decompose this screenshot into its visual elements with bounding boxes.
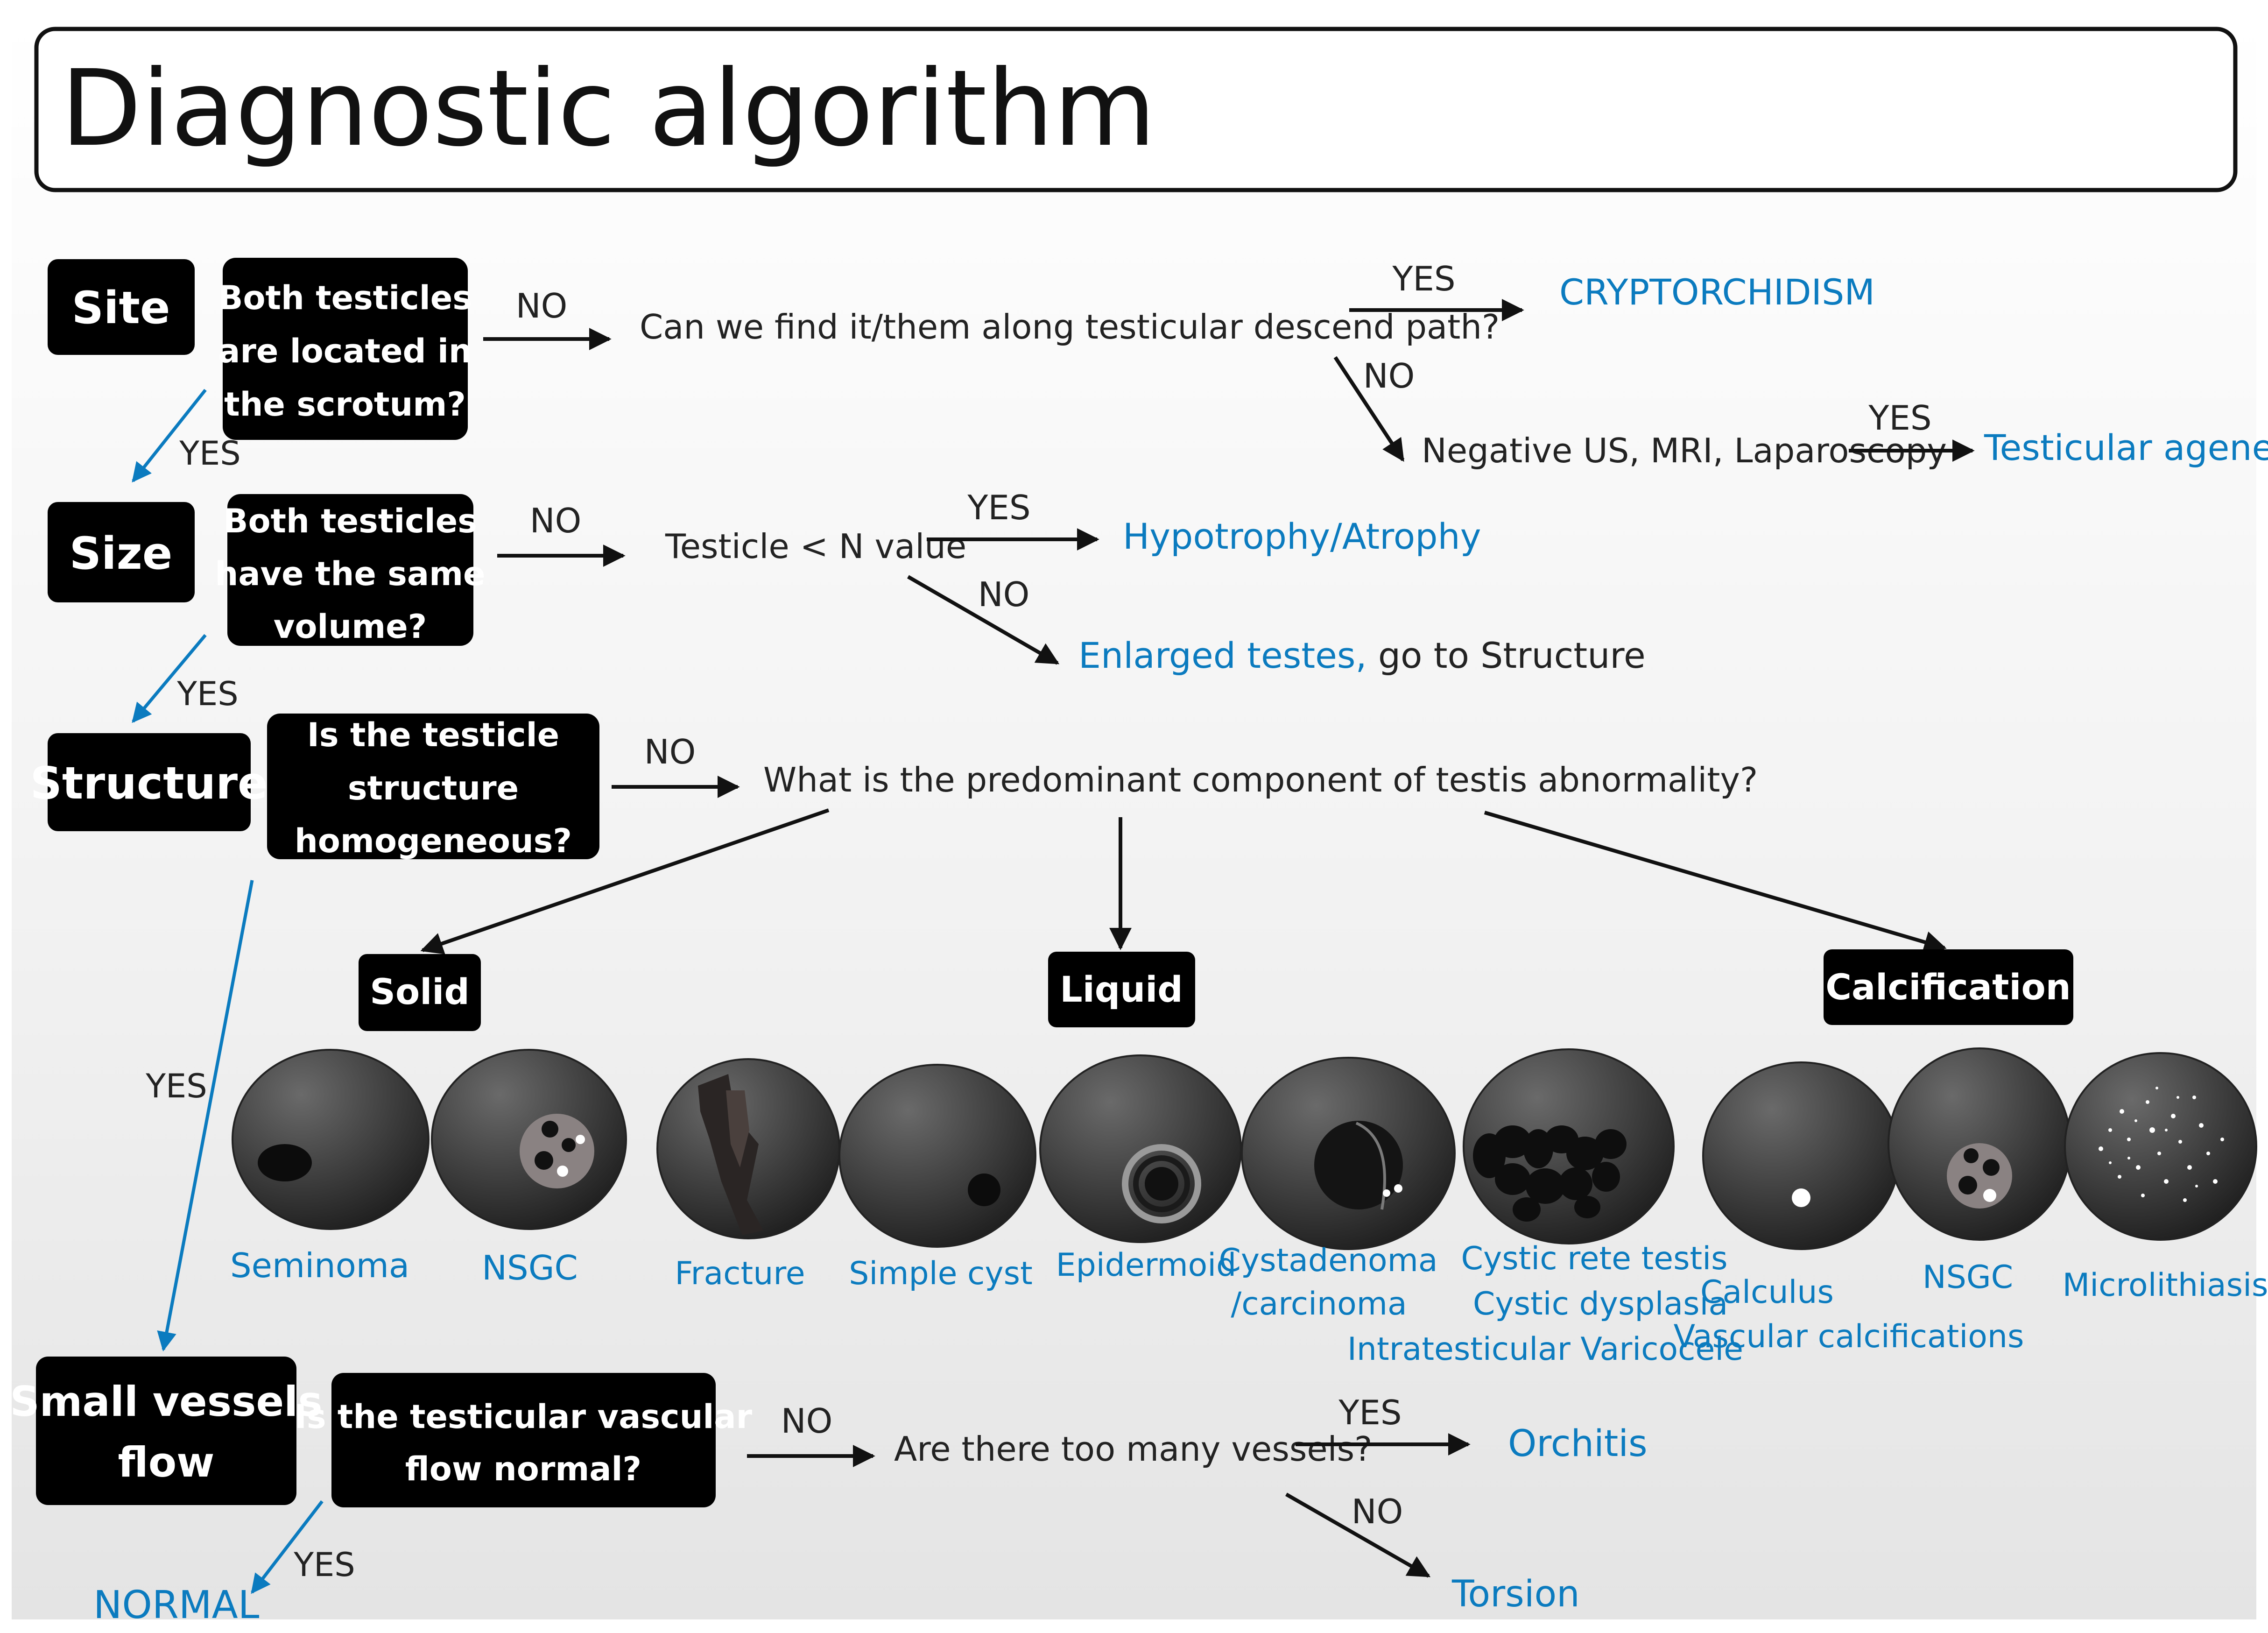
vascular-question-line-2: flow normal? <box>405 1450 641 1488</box>
solid-label-box <box>359 954 481 1031</box>
epidermoid-label: Epidermoid <box>1056 1247 1237 1284</box>
size-label: Size <box>70 528 173 580</box>
vessels-yes-arrow <box>251 1500 324 1594</box>
calcification-label: Calcification <box>1825 966 2071 1008</box>
size-no-label: NO <box>530 501 582 540</box>
size-question-box <box>227 494 473 646</box>
site-no-label: NO <box>516 286 568 325</box>
seminoma-illustration <box>232 1049 430 1230</box>
solid-label: Solid <box>370 971 469 1012</box>
size-question-line-2: have the same <box>215 555 485 593</box>
site-question-line-3: the scrotum? <box>224 385 466 424</box>
structure-question-line-1: Is the testicle <box>307 716 559 754</box>
cryptorchidism-yes-label: YES <box>1392 259 1455 298</box>
structure-question-line-3: homogeneous? <box>295 822 572 860</box>
testicular-agenesis-result: Testicular agenesis <box>1984 427 2268 468</box>
liquid-label: Liquid <box>1060 968 1183 1010</box>
cystic-rete-testis-label: Cystic rete testis <box>1461 1240 1727 1277</box>
simple-cyst-label: Simple cyst <box>849 1255 1033 1292</box>
vascular-calcifications-label: Vascular calcifications <box>1674 1318 2024 1355</box>
small-vessels-label-line-1: Small vessels <box>10 1378 322 1426</box>
site-question-box <box>223 258 468 440</box>
title-box <box>34 27 2238 192</box>
epidermoid-illustration <box>1039 1054 1242 1243</box>
calculus-illustration <box>1702 1061 1900 1250</box>
site-label-box <box>48 259 195 355</box>
torsion-no-arrow <box>1285 1492 1431 1578</box>
vessels-yes-label: YES <box>293 1546 355 1584</box>
simple-cyst-illustration <box>838 1064 1036 1248</box>
calculus-label: Calculus <box>1700 1274 1834 1311</box>
structure-label: Structure <box>30 758 268 809</box>
structure-no-label: NO <box>644 732 696 771</box>
enlarged-no-label: NO <box>978 575 1030 614</box>
predominant-component-question: What is the predominant component of tes… <box>763 760 1758 799</box>
cystic-rete-testis-illustration <box>1463 1048 1675 1244</box>
carcinoma-label: /carcinoma <box>1231 1286 1407 1322</box>
enlarged-no-arrow <box>907 575 1060 665</box>
site-question-line-2: are located in <box>218 332 472 370</box>
cystic-dysplasia-label: Cystic dysplasia <box>1473 1286 1728 1322</box>
nsgc-calcification-illustration <box>1888 1047 2071 1241</box>
normal-result: NORMAL <box>93 1583 260 1627</box>
vascular-question-line-1: Is the testicular vascular <box>295 1398 753 1436</box>
size-question-line-1: Both testicles <box>223 502 477 540</box>
cystadenoma-illustration <box>1241 1057 1456 1250</box>
size-label-box <box>48 502 195 602</box>
vascular-no-label: NO <box>781 1401 833 1441</box>
too-many-vessels-question: Are there too many vessels? <box>894 1429 1372 1469</box>
small-vessels-label-box <box>36 1357 296 1505</box>
testicle-n-value-question: Testicle < N value <box>665 527 966 566</box>
size-yes-label: YES <box>176 675 238 713</box>
fracture-illustration <box>656 1058 840 1239</box>
size-question-line-3: volume? <box>274 608 427 646</box>
small-vessels-label-line-2: flow <box>118 1438 215 1486</box>
structure-label-box <box>48 733 251 831</box>
cystadenoma-label: Cystadenoma <box>1219 1242 1437 1279</box>
site-descend-question: Can we find it/them along testicular des… <box>640 307 1500 346</box>
vascular-question-box <box>331 1373 716 1507</box>
calcification-label-box <box>1824 949 2073 1025</box>
enlarged-testes-result: Enlarged testes, go to Structure <box>1078 635 1646 676</box>
structure-question-box <box>267 714 599 859</box>
size-yes-arrow <box>132 634 207 723</box>
liquid-label-box <box>1048 952 1195 1027</box>
structure-yes-label: YES <box>145 1067 207 1105</box>
structure-question-line-2: structure <box>348 769 519 807</box>
site-yes-label: YES <box>179 434 240 473</box>
site-label: Site <box>72 283 170 334</box>
structure-yes-arrow <box>157 880 254 1352</box>
go-to-structure-text: go to Structure <box>1367 635 1646 676</box>
torsion-no-label: NO <box>1352 1492 1403 1531</box>
microlithiasis-label: Microlithiasis <box>2063 1267 2268 1304</box>
descend-no-label: NO <box>1363 356 1415 396</box>
hypotrophy-atrophy-result: Hypotrophy/Atrophy <box>1123 516 1481 557</box>
orchitis-result: Orchitis <box>1508 1423 1648 1465</box>
calcification-branch-arrow <box>1484 811 1947 953</box>
fracture-label: Fracture <box>675 1255 805 1292</box>
microlithiasis-illustration <box>2064 1052 2257 1241</box>
site-question-line-1: Both testicles <box>218 279 472 317</box>
enlarged-testes-text: Enlarged testes, <box>1078 635 1367 676</box>
nsgc-solid-illustration <box>431 1049 627 1230</box>
title: Diagnostic algorithm <box>61 48 1156 170</box>
agenesis-yes-label: YES <box>1868 398 1931 438</box>
seminoma-label: Seminoma <box>230 1246 409 1285</box>
descend-no-arrow <box>1333 356 1405 462</box>
nsgc-solid-label: NSGC <box>482 1248 578 1287</box>
solid-branch-arrow <box>420 808 830 954</box>
site-yes-arrow <box>132 389 207 483</box>
cryptorchidism-result: CRYPTORCHIDISM <box>1559 271 1875 313</box>
torsion-result: Torsion <box>1451 1573 1580 1615</box>
hypotrophy-yes-label: YES <box>967 488 1030 527</box>
intratesticular-varicocele-label: Intratesticular Varicocele <box>1347 1331 1743 1368</box>
nsgc-calcification-label: NSGC <box>1923 1259 2013 1296</box>
orchitis-yes-label: YES <box>1338 1393 1402 1432</box>
